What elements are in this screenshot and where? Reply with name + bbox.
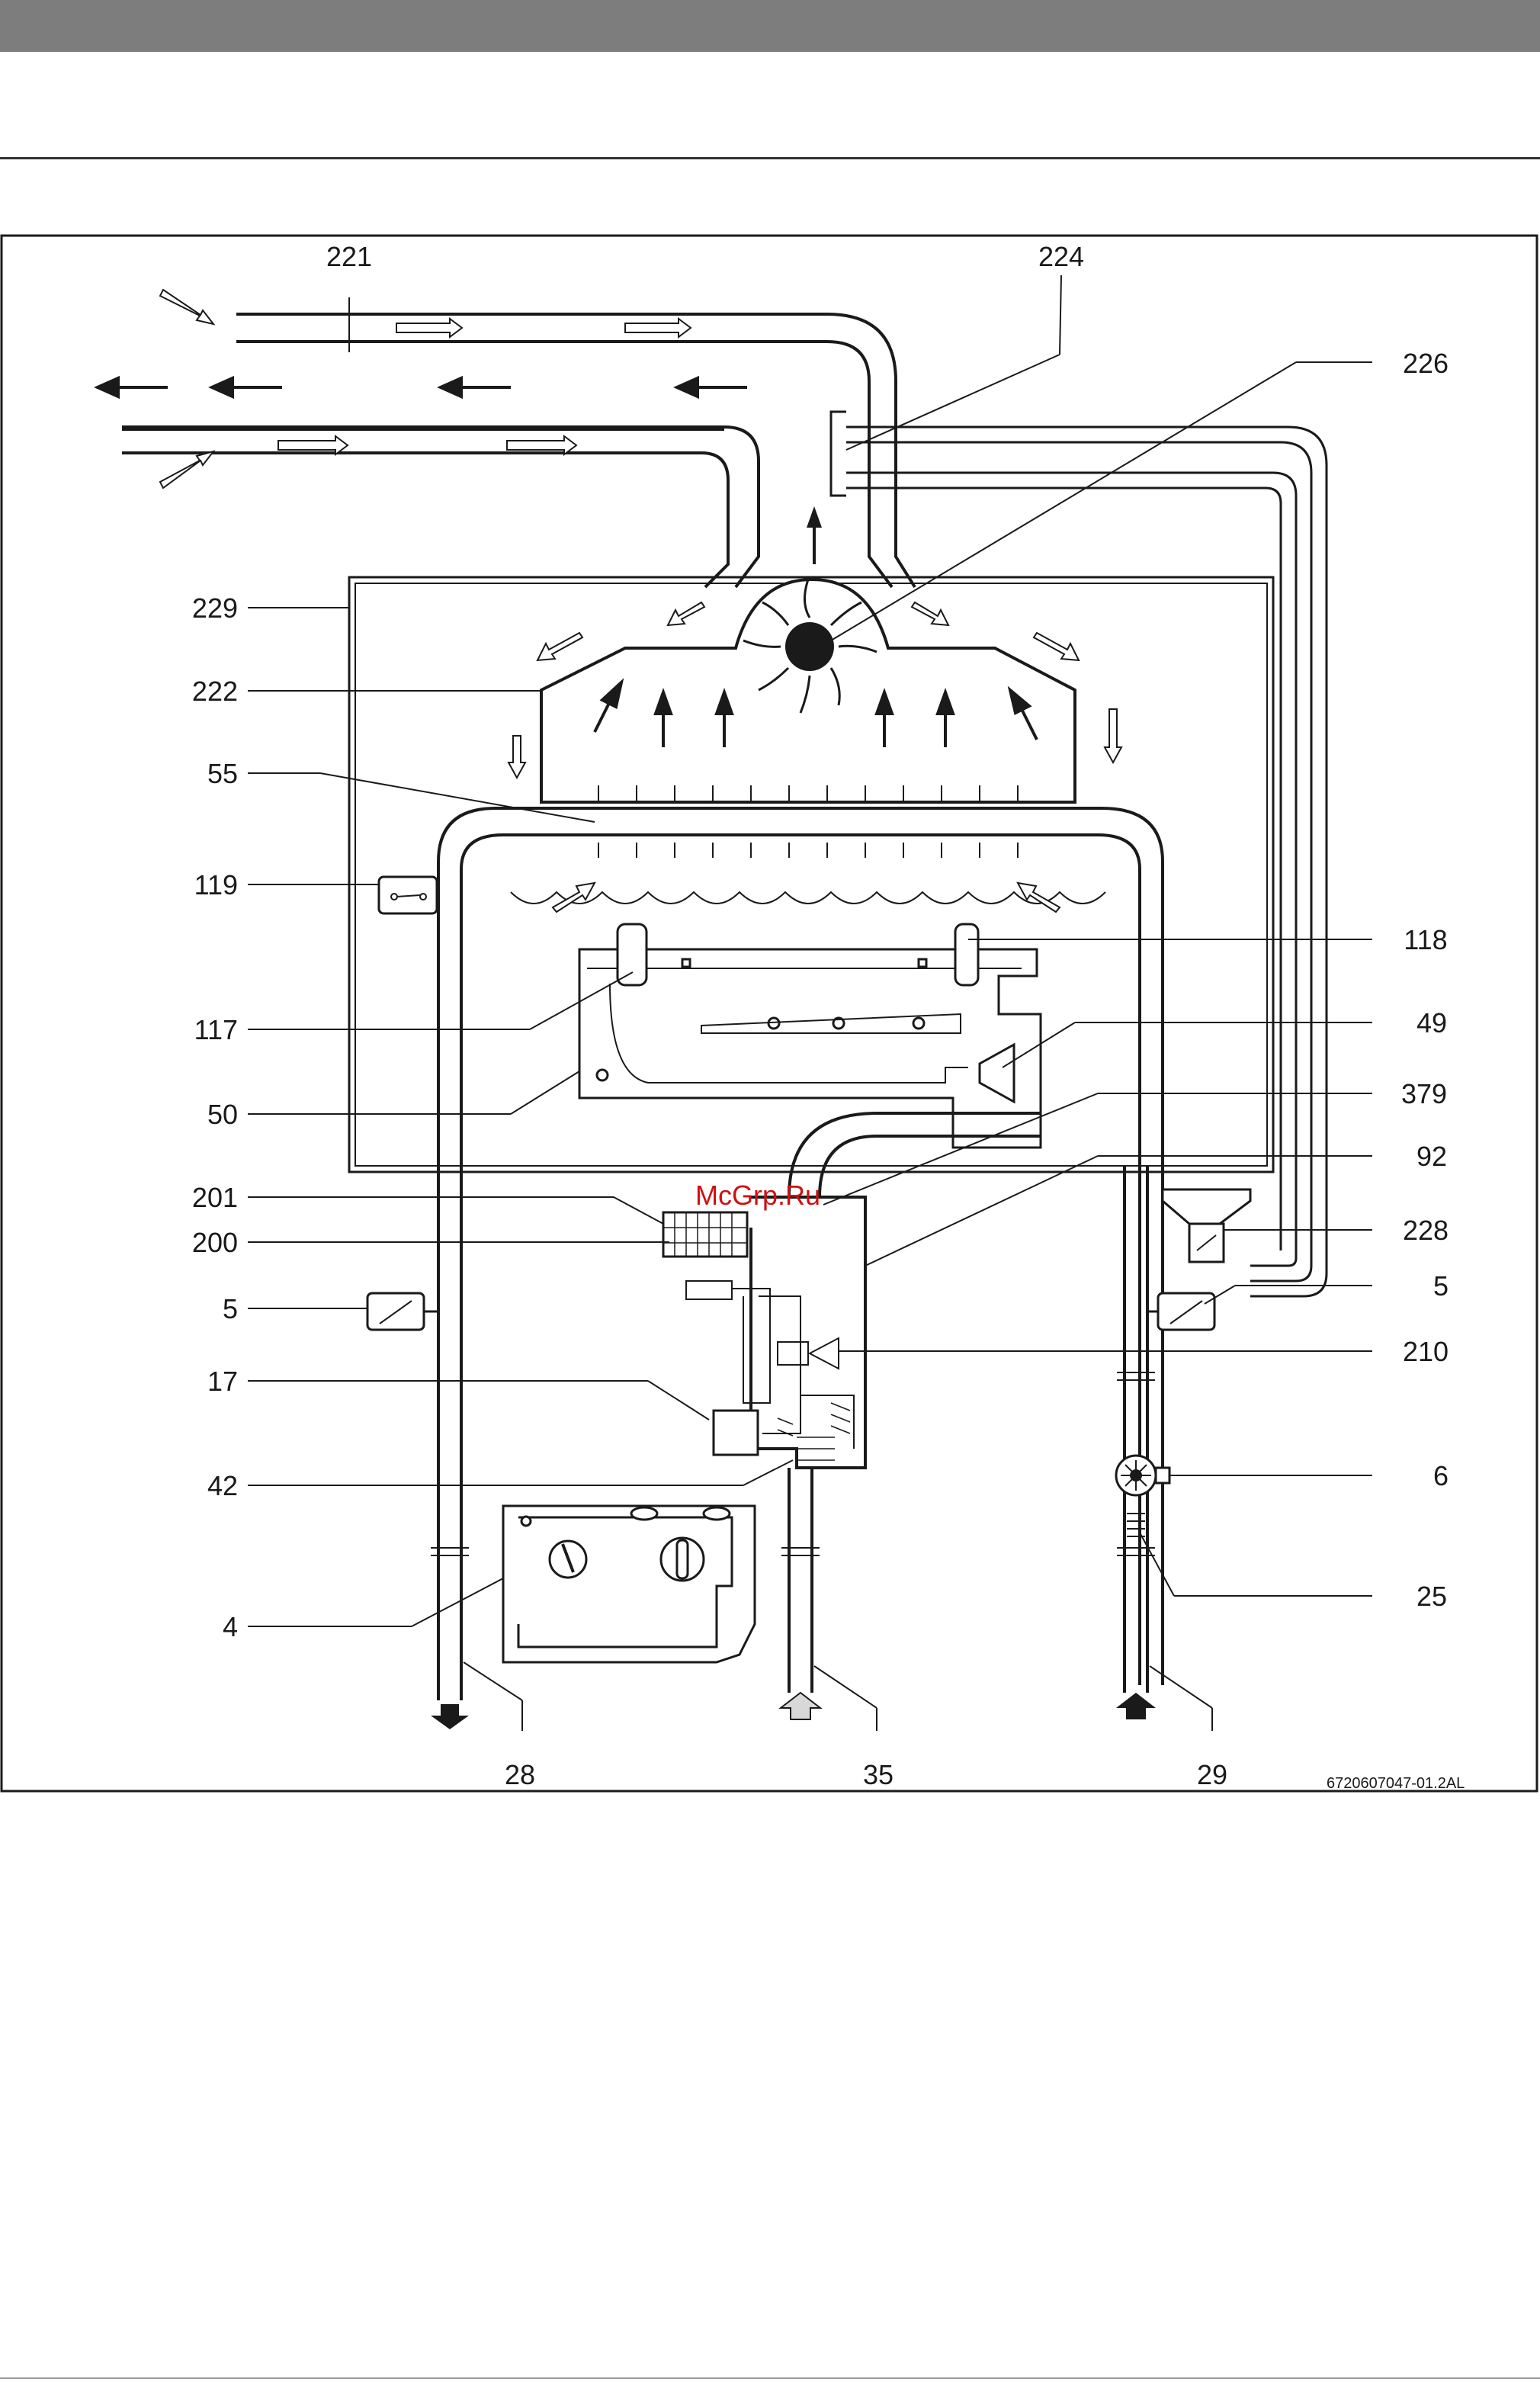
label-226: 226 [1403, 348, 1449, 379]
air-pressure-tubes [831, 412, 1327, 1296]
label-5-right: 5 [1433, 1270, 1449, 1302]
control-panel [503, 1506, 755, 1662]
label-118: 118 [1404, 924, 1447, 955]
label-224: 224 [1038, 241, 1084, 272]
label-379: 379 [1401, 1078, 1447, 1109]
label-49: 49 [1416, 1007, 1447, 1039]
label-6: 6 [1433, 1460, 1449, 1491]
label-25: 25 [1416, 1581, 1447, 1612]
label-29: 29 [1197, 1759, 1227, 1790]
label-221: 221 [326, 241, 372, 272]
label-42: 42 [207, 1470, 238, 1501]
leader-lines [248, 275, 1372, 1731]
label-119: 119 [194, 869, 238, 900]
flue-up-arrow [807, 506, 822, 564]
label-50: 50 [207, 1099, 238, 1130]
diagram-frame [2, 236, 1537, 1791]
air-pressure-switch [1163, 1189, 1250, 1262]
label-28: 28 [505, 1759, 535, 1790]
label-117: 117 [194, 1014, 238, 1045]
temperature-sensor-left [367, 1293, 438, 1330]
label-222: 222 [192, 676, 238, 707]
label-228: 228 [1403, 1215, 1449, 1246]
watermark-text: McGrp.Ru [695, 1180, 820, 1212]
footer-rule [0, 2377, 1540, 2379]
label-4: 4 [223, 1611, 238, 1642]
pipe-end-arrows [431, 1693, 1156, 1729]
overheat-switch [379, 877, 437, 913]
label-5-left: 5 [223, 1293, 238, 1324]
label-35: 35 [863, 1759, 894, 1790]
label-200: 200 [192, 1227, 238, 1258]
label-210: 210 [1403, 1336, 1449, 1367]
exhaust-arrows [98, 378, 747, 396]
label-92: 92 [1416, 1141, 1447, 1172]
label-55: 55 [207, 758, 238, 789]
temperature-sensor-right [1147, 1293, 1214, 1330]
gas-valve-internals [663, 1212, 854, 1460]
figure-code: 6720607047-01.2AL [1327, 1775, 1465, 1792]
water-filter [1127, 1514, 1145, 1536]
label-201: 201 [192, 1182, 238, 1213]
label-17: 17 [207, 1366, 238, 1397]
label-229: 229 [192, 592, 238, 624]
chamber-flow-arrows [553, 883, 1060, 912]
